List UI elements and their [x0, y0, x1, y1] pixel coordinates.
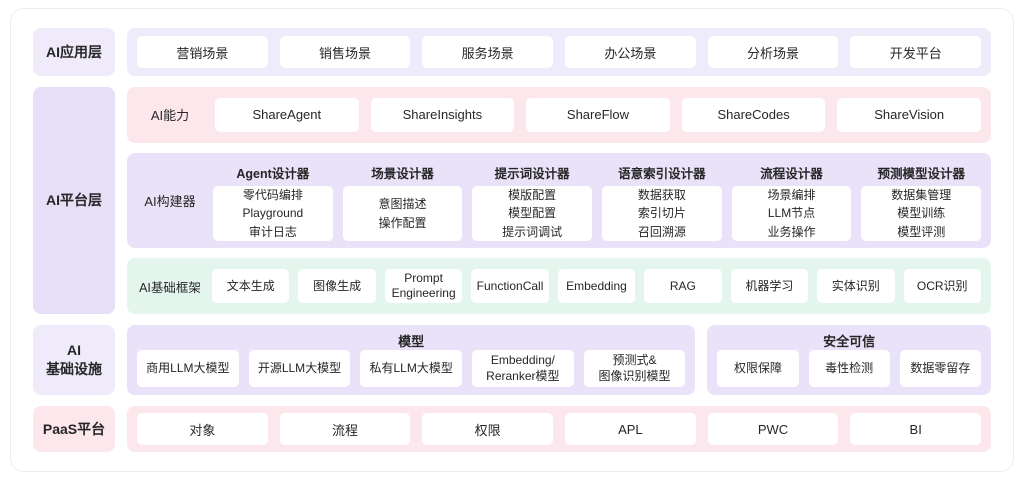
security-group-header: 安全可信 — [823, 334, 876, 349]
capability-strip: AI能力 ShareAgent ShareInsights ShareFlow … — [127, 87, 991, 143]
capability-card: ShareInsights — [370, 97, 515, 132]
builder-column: 预测模型设计器 数据集管理 模型训练 模型评测 — [861, 160, 982, 242]
model-group-header: 模型 — [398, 334, 425, 349]
app-scenario-card: 开发平台 — [850, 36, 982, 68]
builder-card-line: 意图描述 — [378, 196, 427, 211]
builder-column-header: Agent设计器 — [236, 167, 310, 182]
architecture-diagram: AI应用层 营销场景 销售场景 服务场景 办公场景 分析场景 开发平台 AI平台… — [10, 8, 1014, 472]
app-layer-strip: 营销场景 销售场景 服务场景 办公场景 分析场景 开发平台 — [127, 28, 991, 76]
model-group-cards: 商用LLM大模型 开源LLM大模型 私有LLM大模型 Embedding/ Re… — [137, 350, 686, 387]
builder-label: AI构建器 — [144, 194, 196, 209]
app-scenario-card: 服务场景 — [422, 36, 554, 68]
app-scenario-card: 销售场景 — [279, 36, 411, 68]
paas-card: APL — [565, 413, 696, 445]
capability-card: ShareCodes — [681, 97, 826, 132]
paas-card: PWC — [707, 413, 839, 445]
capability-card: ShareVision — [837, 97, 981, 132]
security-group-panel: 安全可信 权限保障 毒性检测 数据零留存 — [707, 325, 991, 395]
app-scenario-card: 营销场景 — [137, 36, 268, 68]
infra-layer-body: 模型 商用LLM大模型 开源LLM大模型 私有LLM大模型 Embedding/… — [127, 325, 991, 395]
framework-card: FunctionCall — [471, 269, 549, 304]
builder-column: 提示词设计器 模版配置 模型配置 提示词调试 — [472, 160, 593, 242]
app-layer-row: AI应用层 营销场景 销售场景 服务场景 办公场景 分析场景 开发平台 — [33, 28, 991, 76]
builder-card: 意图描述 操作配置 — [342, 185, 463, 242]
security-card: 权限保障 — [717, 350, 799, 387]
app-scenario-card: 办公场景 — [565, 36, 696, 68]
framework-card: OCR识别 — [903, 269, 981, 304]
builder-column-header: 提示词设计器 — [494, 167, 570, 182]
paas-layer-row: PaaS平台 对象 流程 权限 APL PWC BI — [33, 406, 991, 452]
paas-card: 流程 — [279, 413, 411, 445]
builder-card: 场景编排 LLM节点 业务操作 — [731, 185, 852, 242]
model-group-panel: 模型 商用LLM大模型 开源LLM大模型 私有LLM大模型 Embedding/… — [127, 325, 696, 395]
builder-column: 语意索引设计器 数据获取 索引切片 召回溯源 — [602, 160, 722, 242]
builder-card: 数据获取 索引切片 召回溯源 — [602, 185, 722, 242]
paas-card: 对象 — [137, 413, 268, 445]
framework-card: 图像生成 — [298, 269, 376, 304]
layer-label-infra: AI 基础设施 — [33, 325, 115, 395]
framework-card: 机器学习 — [730, 269, 809, 304]
model-card: 预测式& 图像识别模型 — [583, 350, 686, 387]
builder-card-line: 零代码编排 — [242, 187, 303, 202]
builder-card-line: 审计日志 — [248, 224, 297, 239]
builder-column: Agent设计器 零代码编排 Playground 审计日志 — [213, 160, 333, 242]
infra-layer-row: AI 基础设施 模型 商用LLM大模型 开源LLM大模型 私有LLM大模型 Em… — [33, 325, 991, 395]
framework-card: 文本生成 — [212, 269, 290, 304]
builder-card-line: 索引切片 — [637, 206, 686, 221]
security-card: 数据零留存 — [899, 350, 982, 387]
builder-card: 模版配置 模型配置 提示词调试 — [472, 185, 593, 242]
builder-card-line: 提示词调试 — [502, 224, 563, 239]
builder-card-line: 业务操作 — [767, 224, 816, 239]
security-group-cards: 权限保障 毒性检测 数据零留存 — [717, 350, 982, 387]
framework-card: Prompt Engineering — [384, 269, 463, 304]
model-card: Embedding/ Reranker模型 — [472, 350, 574, 387]
framework-label: AI基础框架 — [139, 280, 201, 295]
builder-column-header: 场景设计器 — [371, 167, 434, 182]
platform-layer-body: AI能力 ShareAgent ShareInsights ShareFlow … — [127, 87, 991, 314]
paas-layer-strip: 对象 流程 权限 APL PWC BI — [127, 406, 991, 452]
framework-strip: AI基础框架 文本生成 图像生成 Prompt Engineering Func… — [127, 258, 991, 314]
builder-column: 场景设计器 意图描述 操作配置 — [342, 160, 463, 242]
builder-card-line: 数据获取 — [637, 187, 686, 202]
layer-label-platform: AI平台层 — [33, 87, 115, 314]
paas-card: BI — [850, 413, 982, 445]
model-card: 开源LLM大模型 — [248, 350, 351, 387]
builder-card-line: 模型配置 — [508, 206, 557, 221]
framework-card: RAG — [644, 269, 722, 304]
paas-card: 权限 — [422, 413, 554, 445]
builder-card-line: LLM节点 — [767, 206, 816, 221]
platform-layer-row: AI平台层 AI能力 ShareAgent ShareInsights Shar… — [33, 87, 991, 314]
builder-card-line: 场景编排 — [767, 187, 816, 202]
capability-card: ShareFlow — [526, 97, 670, 132]
layer-label-app: AI应用层 — [33, 28, 115, 76]
builder-card-line: 模型评测 — [897, 224, 946, 239]
framework-card: 实体识别 — [817, 269, 895, 304]
builder-column-header: 语意索引设计器 — [618, 167, 706, 182]
builder-card-line: 模版配置 — [508, 187, 557, 202]
layer-label-paas: PaaS平台 — [33, 406, 115, 452]
model-card: 商用LLM大模型 — [137, 350, 239, 387]
builder-column-header: 流程设计器 — [760, 167, 823, 182]
framework-card: Embedding — [557, 269, 636, 304]
builder-column-header: 预测模型设计器 — [877, 167, 965, 182]
capability-label: AI能力 — [150, 108, 190, 124]
model-card: 私有LLM大模型 — [360, 350, 463, 387]
app-scenario-card: 分析场景 — [707, 36, 839, 68]
builder-card-line: Playground — [242, 206, 304, 221]
builder-card: 零代码编排 Playground 审计日志 — [213, 185, 333, 242]
builder-card-line: 模型训练 — [897, 206, 946, 221]
builder-card: 数据集管理 模型训练 模型评测 — [861, 185, 982, 242]
builder-card-line: 召回溯源 — [637, 224, 686, 239]
builder-strip: AI构建器 Agent设计器 零代码编排 Playground 审计日志 场景设… — [127, 152, 991, 249]
builder-card-line: 操作配置 — [378, 215, 427, 230]
builder-column: 流程设计器 场景编排 LLM节点 业务操作 — [731, 160, 852, 242]
capability-card: ShareAgent — [215, 97, 359, 132]
security-card: 毒性检测 — [808, 350, 890, 387]
builder-card-line: 数据集管理 — [891, 187, 952, 202]
